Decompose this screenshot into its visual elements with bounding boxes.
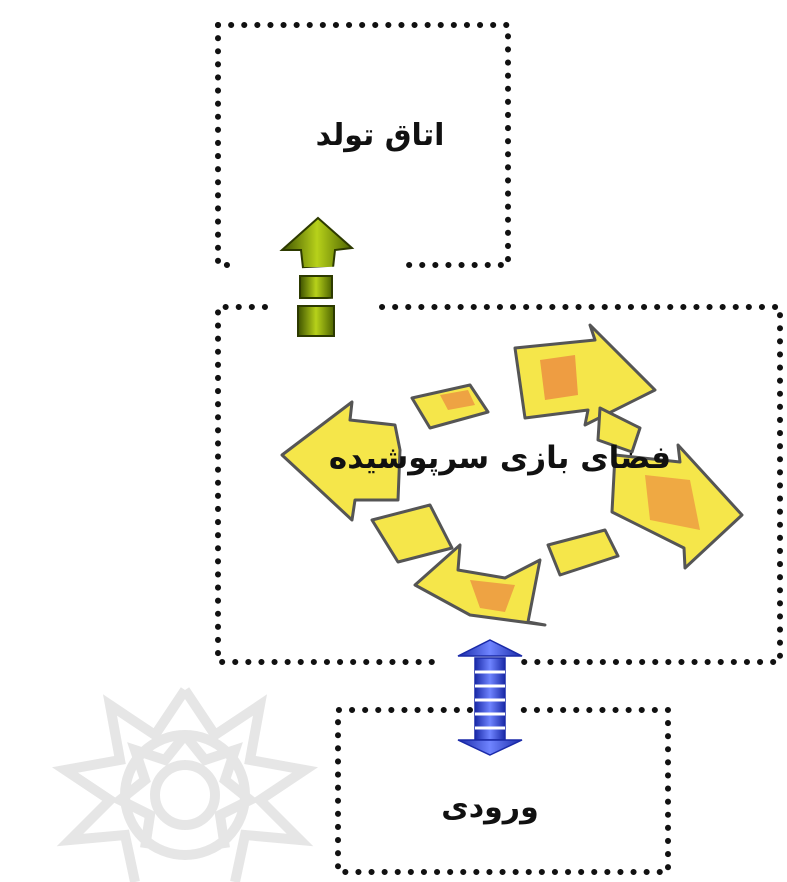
entrance-box	[335, 707, 671, 875]
entrance-label: ورودی	[441, 790, 539, 825]
birth-room-box	[215, 22, 511, 268]
circular-arrows-cycle-icon	[280, 323, 744, 627]
covered-play-space-label: فضای بازی سرپوشیده	[328, 440, 672, 476]
green-up-arrow-icon	[279, 216, 355, 337]
rosette-watermark-icon	[51, 687, 319, 882]
blue-double-arrow-icon	[457, 639, 523, 756]
play-space-box	[215, 304, 783, 665]
birth-room-label: اتاق تولد	[315, 118, 445, 153]
